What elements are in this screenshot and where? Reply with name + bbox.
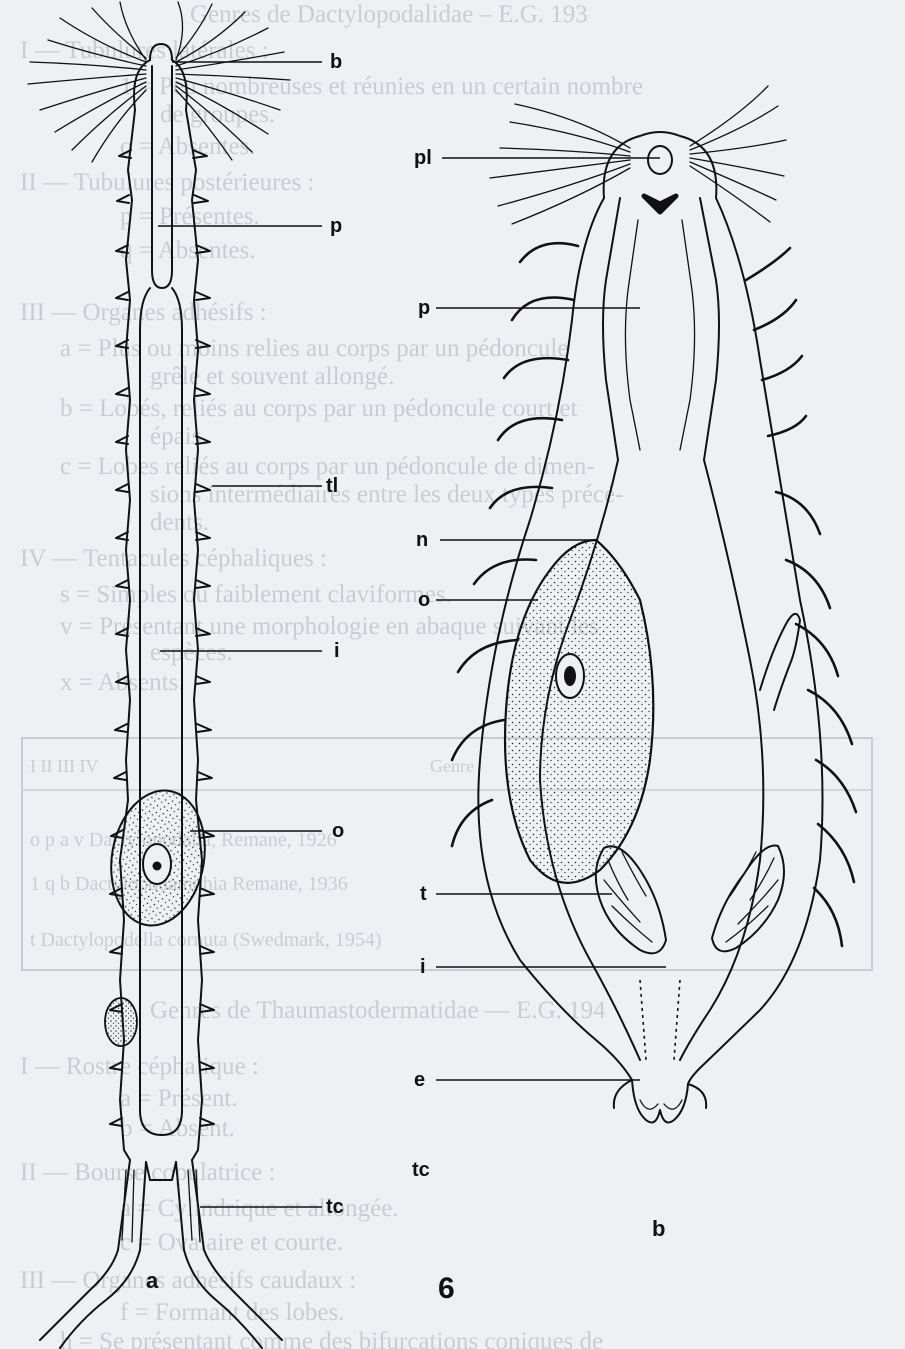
bleed-line: sions intermédiaires entre les deux type… bbox=[150, 481, 623, 508]
label-b: b bbox=[330, 51, 342, 73]
pharynx-b-right bbox=[700, 198, 719, 460]
bleed-line: q = Absentes. bbox=[120, 237, 256, 264]
pharynx-b-inner bbox=[625, 220, 694, 450]
label-p: p bbox=[330, 215, 342, 237]
bleed-line: IV — Tentacules céphaliques : bbox=[20, 545, 327, 572]
bleed-line: III — Organes adhésifs caudaux : bbox=[20, 1267, 356, 1294]
bleed-line: 1 = Peu nombreuses et réunies en un cert… bbox=[120, 73, 643, 100]
bleed-line: grêle et souvent allongé. bbox=[150, 363, 394, 390]
bleed-line: dents. bbox=[150, 509, 209, 536]
label-tl: tl bbox=[326, 475, 338, 497]
small-organ bbox=[105, 998, 137, 1046]
label-o-b: o bbox=[418, 589, 430, 611]
figure-b-caption: b bbox=[652, 1216, 665, 1241]
bleed-line: o = Absentes. bbox=[120, 133, 256, 160]
bleed-line: de groupes. bbox=[160, 101, 275, 128]
egg-b-nucleolus bbox=[564, 666, 576, 686]
egg-nucleolus bbox=[153, 862, 162, 871]
bleed-line: Genres de Dactylopodalidae – E.G. 193 bbox=[190, 1, 588, 28]
cephalic-tentacles-b bbox=[490, 86, 786, 224]
testis-right-folds bbox=[726, 852, 778, 942]
pharyngeal-plate bbox=[644, 196, 676, 212]
bleed-line: I II III IV bbox=[30, 756, 98, 776]
bleed-line: h = Se présentant comme des bifurcations… bbox=[60, 1328, 603, 1349]
appendage-b bbox=[760, 614, 800, 710]
bleed-line: a = Présent. bbox=[120, 1085, 238, 1112]
label-i-b: i bbox=[420, 956, 426, 978]
label-n: n bbox=[416, 529, 428, 551]
bleed-line: a = Plus ou moins relies au corps par un… bbox=[60, 335, 568, 362]
label-t: t bbox=[420, 883, 427, 905]
egg-b-stippled bbox=[505, 540, 653, 883]
bleed-line: a = Cylindrique et allongée. bbox=[120, 1195, 399, 1222]
pharynx-b bbox=[603, 198, 620, 460]
bleed-line: espèces. bbox=[150, 639, 233, 666]
testis-left-folds bbox=[604, 852, 652, 942]
bleed-line: I — Tubulures latérales : bbox=[20, 37, 269, 64]
label-tc-b: tc bbox=[412, 1159, 430, 1181]
label-pl: pl bbox=[414, 147, 432, 169]
testis-right bbox=[712, 846, 784, 952]
plate-number: 6 bbox=[438, 1272, 455, 1305]
label-o: o bbox=[332, 820, 344, 842]
bleed-line: Genres de Thaumastodermatidae — E.G. 194 bbox=[150, 997, 606, 1024]
figure-a-caption: a bbox=[146, 1268, 159, 1293]
label-tc: tc bbox=[326, 1196, 344, 1218]
bleed-line: II — Tubulures postérieures : bbox=[20, 169, 314, 196]
label-e: e bbox=[414, 1069, 425, 1091]
caudal-b-shoulders bbox=[614, 1080, 706, 1108]
label-p-b: p bbox=[418, 297, 430, 319]
caudal-b-lobes bbox=[640, 1100, 682, 1109]
bleed-line: f = Formant des lobes. bbox=[120, 1299, 345, 1326]
mouth-b bbox=[648, 146, 672, 174]
body-outline-b-right bbox=[688, 198, 823, 1084]
bleed-line: c = Ovalaire et courte. bbox=[120, 1229, 343, 1256]
bleed-line: b = Lobés, reliés au corps par un pédonc… bbox=[60, 395, 577, 422]
label-i: i bbox=[334, 640, 340, 662]
intestine-end-dotted bbox=[640, 980, 680, 1060]
caudal-furca-left bbox=[40, 1160, 130, 1340]
